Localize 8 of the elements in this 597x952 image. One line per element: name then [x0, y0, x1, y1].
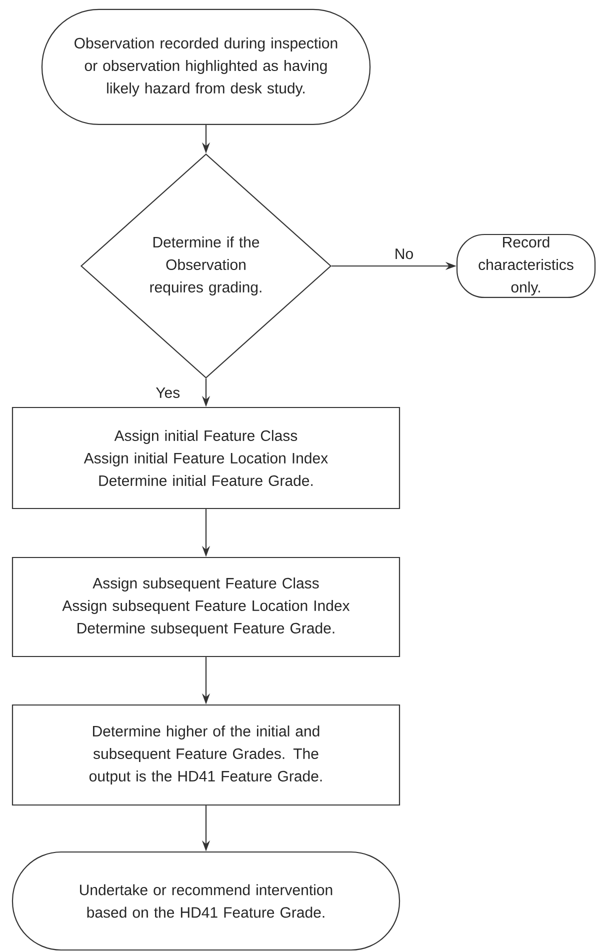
terminal-box: Record characteristics only.: [456, 234, 596, 298]
edge-label: No: [396, 248, 413, 260]
terminal-box: Observation recorded during inspection or observation highlighted as having likely hazard from desk study.: [41, 8, 371, 126]
process-box: Assign subsequent Feature Class Assign subsequent Feature Location Index Determine subsequent Feature Grade.: [12, 556, 400, 658]
process-box: Determine higher of the initial and subsequent Feature Grades. The output is the HD41 Feature Grade.: [12, 704, 400, 806]
edge-label: Yes: [156, 388, 180, 398]
process-box: Assign initial Feature Class Assign initial Feature Location Index Determine initial Feature Grade.: [12, 406, 400, 510]
terminal-box: Undertake or recommend intervention based on the HD41 Feature Grade.: [12, 851, 400, 951]
